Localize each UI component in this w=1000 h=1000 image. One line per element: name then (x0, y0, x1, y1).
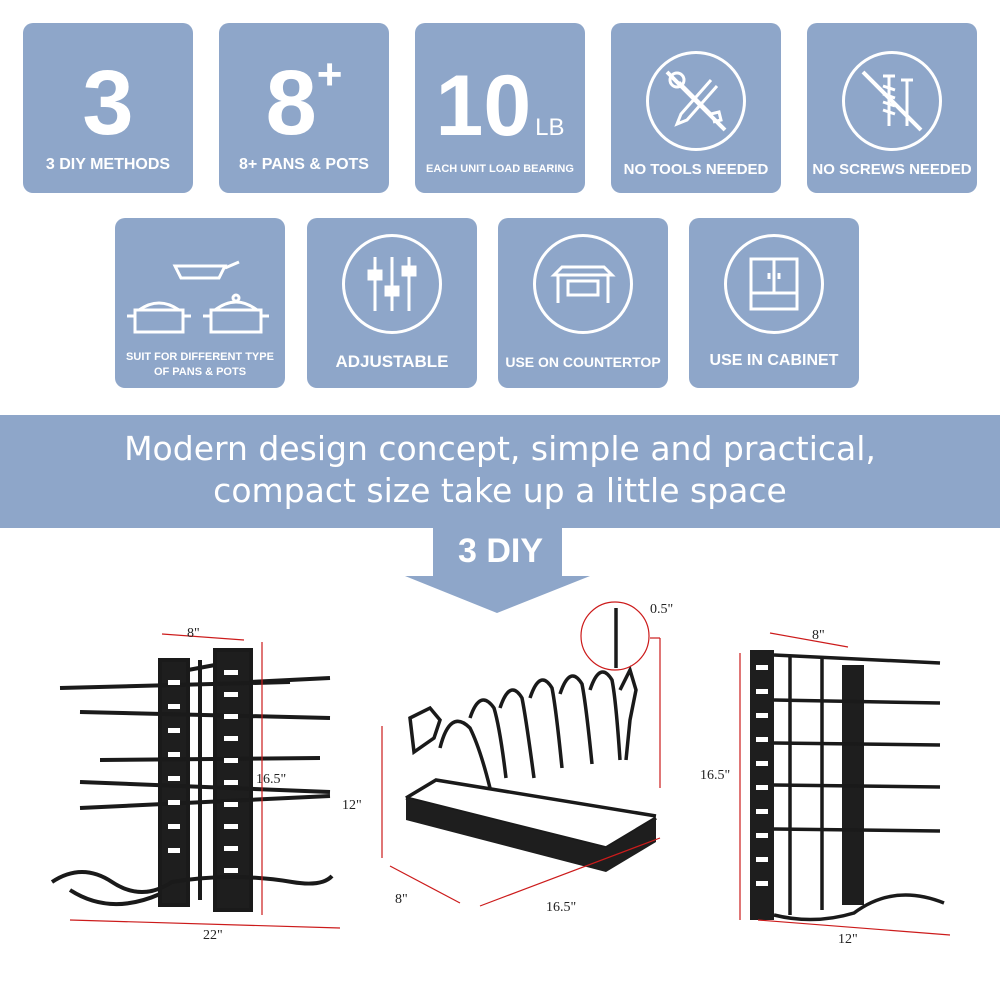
feature-caption: NO TOOLS NEEDED (623, 161, 769, 178)
no-screws-icon (842, 51, 942, 151)
cabinet-icon (724, 234, 824, 334)
no-tools-icon (646, 51, 746, 151)
middle-length-label: 16.5" (546, 900, 577, 915)
feature-number: 3 (82, 52, 134, 154)
feature-unit: LB (535, 114, 565, 141)
right-width-label: 12" (838, 932, 858, 947)
feature-tile-3-diy-methods: 3 3 DIY METHODS (23, 23, 193, 193)
feature-tile-pans-pots-types: SUIT FOR DIFFERENT TYPE OF PANS & POTS (115, 218, 285, 388)
feature-number: 8 (265, 52, 317, 154)
tagline-banner: Modern design concept, simple and practi… (0, 415, 1000, 528)
feature-caption: USE ON COUNTERTOP (505, 354, 661, 370)
feature-tile-countertop: USE ON COUNTERTOP (498, 218, 668, 388)
pans-pots-icon (127, 260, 269, 334)
tagline-line2: compact size take up a little space (213, 471, 787, 510)
feature-number: 10 (435, 58, 532, 154)
feature-caption: NO SCREWS NEEDED (812, 161, 972, 178)
feature-tile-cabinet: USE IN CABINET (689, 218, 859, 388)
feature-number-wrap: 8+ (219, 53, 389, 150)
left-width-label: 22" (203, 928, 223, 943)
middle-height-label: 12" (342, 798, 362, 813)
right-height-label: 16.5" (700, 768, 731, 783)
feature-tile-8-pans-pots: 8+ 8+ PANS & POTS (219, 23, 389, 193)
middle-wire-label: 0.5" (650, 602, 674, 617)
middle-depth-label: 8" (395, 892, 408, 907)
rack-horizontal-image (50, 633, 341, 929)
countertop-icon (533, 234, 633, 334)
adjustable-sliders-icon (342, 234, 442, 334)
feature-caption-line2: OF PANS & POTS (153, 366, 247, 378)
feature-caption: USE IN CABINET (709, 352, 839, 369)
feature-caption: 8+ PANS & POTS (239, 156, 369, 173)
rack-vertical-image (739, 632, 951, 936)
feature-caption: 3 DIY METHODS (45, 156, 171, 173)
feature-number-sup: + (316, 50, 343, 99)
diy-down-arrow (405, 528, 590, 613)
tagline-line1: Modern design concept, simple and practi… (124, 429, 876, 468)
feature-caption: ADJUSTABLE (335, 352, 449, 371)
feature-caption-line1: SUIT FOR DIFFERENT TYPE (126, 351, 274, 363)
feature-tile-adjustable: ADJUSTABLE (307, 218, 477, 388)
feature-tile-no-screws: NO SCREWS NEEDED (807, 23, 977, 193)
rack-countertop-image (381, 601, 661, 907)
diy-label: 3 DIY (457, 532, 544, 570)
left-height-label: 16.5" (256, 772, 287, 787)
feature-tile-no-tools: NO TOOLS NEEDED (611, 23, 781, 193)
feature-caption: EACH UNIT LOAD BEARING (426, 163, 574, 175)
left-depth-label: 8" (187, 626, 200, 641)
right-depth-label: 8" (812, 628, 825, 643)
